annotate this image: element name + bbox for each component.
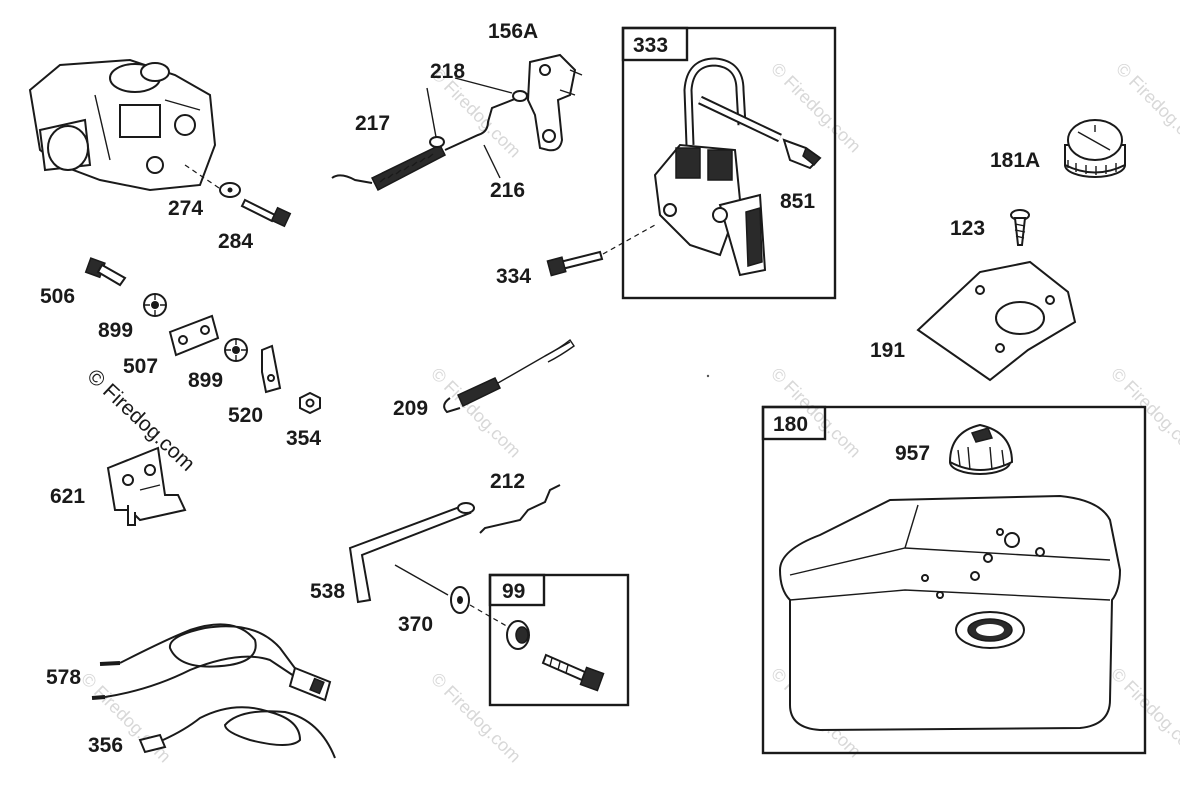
label-218: 218 (430, 60, 465, 83)
watermark: © Firedog.com (427, 364, 525, 462)
plate-507 (168, 314, 220, 357)
screw-506 (84, 257, 127, 287)
link-212 (479, 484, 561, 534)
watermark: © Firedog.com (427, 669, 525, 767)
label-156a: 156A (488, 20, 538, 43)
box-180 (761, 405, 1147, 755)
label-180: 180 (773, 413, 808, 436)
watermark: © Firedog.com (1107, 664, 1180, 762)
label-506: 506 (40, 285, 75, 308)
fuel-tank (778, 494, 1122, 732)
box-180-tag (761, 405, 827, 441)
carburetor-illustration (28, 58, 223, 192)
wire-harness-578 (91, 623, 332, 702)
label-333: 333 (633, 34, 668, 57)
cap-181a (1064, 119, 1126, 178)
label-578: 578 (46, 666, 81, 689)
label-284: 284 (218, 230, 253, 253)
label-356: 356 (88, 734, 123, 757)
lockwasher-899-a (143, 293, 167, 317)
spring-209 (443, 338, 575, 414)
washer-370 (450, 586, 470, 614)
fuel-cap-957 (948, 423, 1014, 475)
label-334: 334 (496, 265, 531, 288)
label-957: 957 (895, 442, 930, 465)
label-899-b: 899 (188, 369, 223, 392)
label-899-a: 899 (98, 319, 133, 342)
label-621: 621 (50, 485, 85, 508)
box-99-tag (488, 573, 546, 607)
label-181a: 181A (990, 149, 1040, 172)
box-333-tag (621, 26, 689, 62)
label-274: 274 (168, 197, 203, 220)
label-212: 212 (490, 470, 525, 493)
bracket-621 (106, 446, 187, 526)
watermark: © Firedog.com (1107, 364, 1180, 462)
label-370: 370 (398, 613, 433, 636)
rod-538 (348, 502, 475, 604)
label-354: 354 (286, 427, 321, 450)
label-538: 538 (310, 580, 345, 603)
lockwasher-899-b (224, 338, 248, 362)
label-209: 209 (393, 397, 428, 420)
label-216: 216 (490, 179, 525, 202)
speck (706, 374, 710, 378)
box-99 (488, 573, 630, 707)
screw-284 (240, 198, 292, 228)
screw-334 (546, 224, 656, 277)
terminal-520 (261, 344, 282, 394)
watermark: © Firedog.com (767, 59, 865, 157)
label-217: 217 (355, 112, 390, 135)
bushing-and-bolt (469, 604, 605, 692)
wire-356 (138, 706, 336, 759)
label-191: 191 (870, 339, 905, 362)
ignition-armature (653, 57, 822, 277)
washer-274 (219, 182, 241, 198)
label-123: 123 (950, 217, 985, 240)
nut-354 (299, 391, 321, 415)
governor-linkage (331, 53, 583, 192)
screw-123 (1010, 209, 1030, 246)
box-333 (621, 26, 837, 300)
label-851: 851 (780, 190, 815, 213)
label-99: 99 (502, 580, 525, 603)
gasket-191 (916, 260, 1077, 382)
label-507: 507 (123, 355, 158, 378)
label-520: 520 (228, 404, 263, 427)
